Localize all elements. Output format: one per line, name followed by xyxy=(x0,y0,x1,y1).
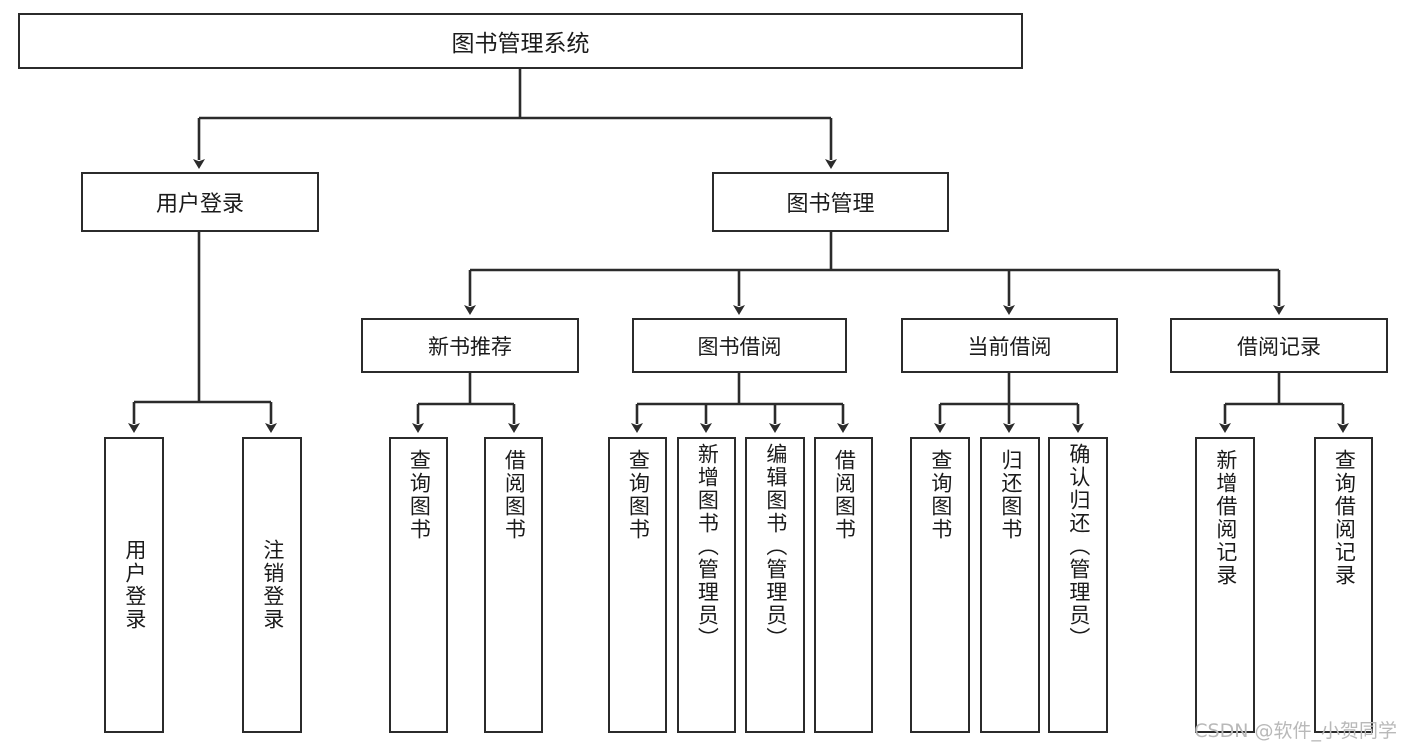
node-label: 借阅图书 xyxy=(502,449,527,541)
node-leaf-confirm-return-admin[interactable]: 确认归还（管理员） xyxy=(1048,437,1108,733)
node-label: 新书推荐 xyxy=(428,334,512,359)
node-label: 图书管理 xyxy=(786,192,875,217)
node-label: 用户登录 xyxy=(155,192,244,217)
node-book-manage[interactable]: 图书管理 xyxy=(712,172,949,232)
node-leaf-edit-book-admin[interactable]: 编辑图书（管理员） xyxy=(745,437,805,733)
node-leaf-return-book[interactable]: 归还图书 xyxy=(980,437,1040,733)
node-label: 图书管理系统 xyxy=(451,31,590,57)
node-leaf-query-book-1[interactable]: 查询图书 xyxy=(389,437,448,733)
node-label: 查询借阅记录 xyxy=(1332,449,1357,587)
node-leaf-user-logout[interactable]: 注销登录 xyxy=(242,437,302,733)
node-label: 当前借阅 xyxy=(967,334,1052,359)
node-label: 借阅记录 xyxy=(1237,334,1321,359)
node-new-book-recommend[interactable]: 新书推荐 xyxy=(361,318,579,373)
node-label: 归还图书 xyxy=(998,449,1023,541)
node-label: 用户登录 xyxy=(122,539,147,631)
node-leaf-query-borrow-record[interactable]: 查询借阅记录 xyxy=(1314,437,1373,733)
node-leaf-borrow-book-1[interactable]: 借阅图书 xyxy=(484,437,543,733)
node-leaf-query-book-3[interactable]: 查询图书 xyxy=(910,437,970,733)
node-label: 编辑图书（管理员） xyxy=(763,443,788,650)
node-borrow-record[interactable]: 借阅记录 xyxy=(1170,318,1388,373)
node-leaf-query-book-2[interactable]: 查询图书 xyxy=(608,437,667,733)
node-label: 查询图书 xyxy=(928,449,953,541)
node-root[interactable]: 图书管理系统 xyxy=(18,13,1023,69)
node-leaf-borrow-book-2[interactable]: 借阅图书 xyxy=(814,437,873,733)
node-label: 查询图书 xyxy=(407,449,432,541)
node-label: 确认归还（管理员） xyxy=(1066,443,1091,650)
node-label: 注销登录 xyxy=(260,539,285,631)
node-label: 图书借阅 xyxy=(697,334,782,359)
node-leaf-add-book-admin[interactable]: 新增图书（管理员） xyxy=(677,437,736,733)
node-label: 新增借阅记录 xyxy=(1213,449,1238,587)
node-label: 借阅图书 xyxy=(832,449,857,541)
node-current-borrow[interactable]: 当前借阅 xyxy=(901,318,1118,373)
node-leaf-user-login[interactable]: 用户登录 xyxy=(104,437,164,733)
node-user-login[interactable]: 用户登录 xyxy=(81,172,319,232)
node-book-borrow[interactable]: 图书借阅 xyxy=(632,318,847,373)
node-label: 新增图书（管理员） xyxy=(695,443,720,650)
node-label: 查询图书 xyxy=(626,449,651,541)
node-leaf-add-borrow-record[interactable]: 新增借阅记录 xyxy=(1195,437,1255,733)
